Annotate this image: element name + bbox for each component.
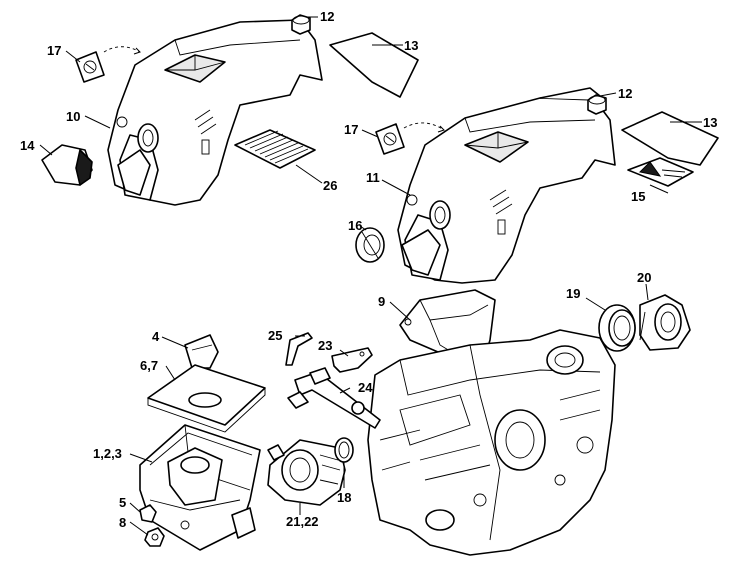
callout-17-right: 17 xyxy=(344,122,358,137)
shroud-cover-left xyxy=(107,19,323,206)
callout-5: 5 xyxy=(119,495,126,510)
decal-15 xyxy=(627,157,694,187)
sheet-13-top xyxy=(329,32,419,98)
knob-cap-14 xyxy=(41,144,93,186)
decal-17-top xyxy=(75,46,141,83)
callout-25: 25 xyxy=(268,328,282,343)
plate-6-7 xyxy=(147,364,266,433)
filter-4 xyxy=(184,334,219,369)
decal-17-right xyxy=(375,122,445,155)
callout-18: 18 xyxy=(337,490,351,505)
callout-24: 24 xyxy=(358,380,373,395)
callout-11: 11 xyxy=(366,170,380,185)
airbox-1-2-3 xyxy=(139,424,261,551)
callout-26: 26 xyxy=(323,178,337,193)
lever-25 xyxy=(285,332,313,366)
ring-19 xyxy=(598,304,636,352)
callout-15: 15 xyxy=(631,189,645,204)
lever-23 xyxy=(331,347,373,373)
carburetor-21-22 xyxy=(267,439,346,506)
sheet-13-right xyxy=(621,111,719,166)
callout-6-7: 6,7 xyxy=(140,358,158,373)
nut-12-top xyxy=(291,14,311,35)
callout-13-top: 13 xyxy=(404,38,418,53)
callout-23: 23 xyxy=(318,338,332,353)
callout-17-top: 17 xyxy=(47,43,61,58)
nut-5 xyxy=(139,504,157,523)
callout-19: 19 xyxy=(566,286,580,301)
crankcase xyxy=(367,329,616,556)
nut-12-right xyxy=(587,94,607,115)
callout-9: 9 xyxy=(378,294,385,309)
shroud-cover-right xyxy=(397,87,616,284)
clip-18 xyxy=(334,437,354,463)
knob-16 xyxy=(355,227,385,263)
leader-lines xyxy=(39,16,702,536)
callout-4: 4 xyxy=(152,329,160,344)
callout-12-right: 12 xyxy=(618,86,632,101)
callout-21-22: 21,22 xyxy=(286,514,319,529)
callout-13-right: 13 xyxy=(703,115,717,130)
callout-16: 16 xyxy=(348,218,362,233)
callout-1-2-3: 1,2,3 xyxy=(93,446,122,461)
callout-10: 10 xyxy=(66,109,80,124)
callout-20: 20 xyxy=(637,270,651,285)
callout-12-top: 12 xyxy=(320,9,334,24)
callout-14: 14 xyxy=(20,138,35,153)
manifold-20 xyxy=(639,294,691,351)
grille-26 xyxy=(234,129,316,169)
shaft-24 xyxy=(287,367,381,429)
screw-8 xyxy=(144,527,165,547)
callout-8: 8 xyxy=(119,515,126,530)
